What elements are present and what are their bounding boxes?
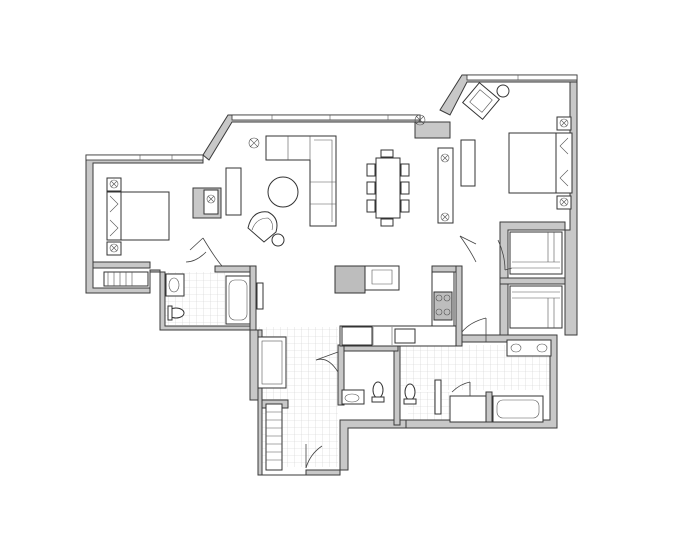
interior-walls [92, 187, 566, 426]
closet-rod-icon [265, 403, 283, 471]
nightstand-icon [106, 177, 122, 192]
closet-rod-icon [509, 231, 563, 275]
dresser-icon [460, 139, 476, 187]
left-bedroom [103, 177, 219, 287]
island-icon [334, 265, 366, 294]
sofa-icon [265, 135, 337, 227]
vanity-icon [341, 389, 365, 405]
powder-room [341, 379, 442, 415]
nightstand-icon [556, 116, 572, 131]
side-table-icon [271, 233, 285, 247]
round-table-icon [267, 176, 299, 208]
sideboard-icon [437, 147, 454, 224]
master-bathroom [449, 339, 552, 423]
floor-lamp-icon [248, 137, 260, 149]
doors [185, 235, 513, 469]
vanity-icon [506, 339, 552, 357]
side-table-icon [496, 84, 510, 98]
stove-icon [433, 291, 453, 321]
sink-icon [394, 328, 416, 344]
dining-table-icon [375, 157, 401, 219]
living-dining-room [225, 114, 454, 247]
washer-dryer-icon [257, 336, 287, 389]
left-bathroom [165, 273, 264, 325]
hallway [257, 336, 287, 471]
windows [85, 74, 578, 161]
kitchen [334, 265, 457, 347]
closet-rod-icon [509, 285, 563, 329]
toilet-icon [372, 381, 384, 399]
vanity-icon [165, 273, 185, 297]
nightstand-icon [556, 195, 572, 210]
door-panel-icon [256, 282, 264, 310]
armchair-icon [461, 81, 501, 121]
nightstand-icon [106, 241, 122, 256]
shower-icon [449, 395, 487, 423]
right-bedroom [460, 81, 573, 329]
tiled-floors [165, 272, 550, 467]
toilet-icon [404, 383, 416, 401]
bathtub-icon [225, 275, 251, 325]
floor-lamp-icon [414, 114, 426, 126]
shower-icon [434, 379, 442, 415]
media-console-icon [225, 167, 242, 216]
fridge-icon [341, 326, 373, 346]
dresser-icon [203, 189, 219, 215]
